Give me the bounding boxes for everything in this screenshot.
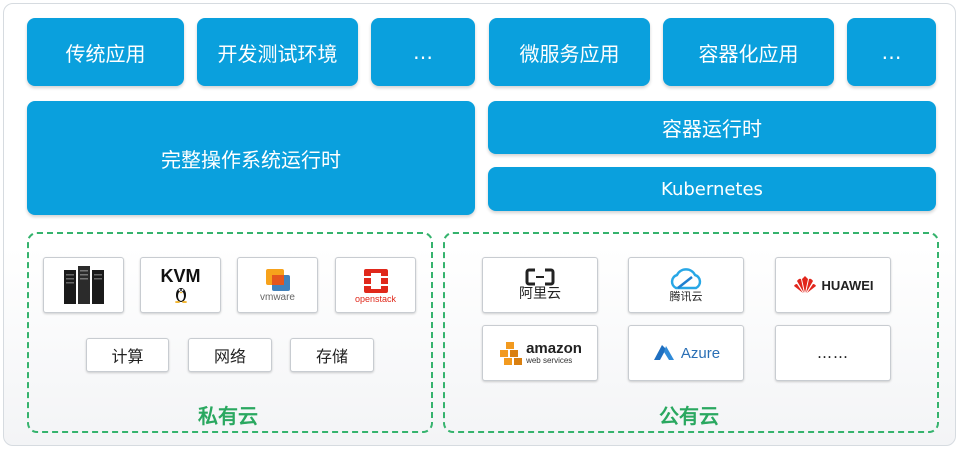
vmware-logo: vmware [259,292,295,303]
aliyun-logo: 阿里云 [519,286,561,302]
amazon-web-services-text: web services [526,356,573,365]
azure-logo-icon [653,345,674,360]
vmware-tile: vmware [237,257,318,313]
tencent-cloud-logo-icon [670,268,702,290]
amazon-cubes-icon [500,342,523,365]
public-cloud-container [443,232,939,433]
server-rack-icon [63,266,104,304]
network-label-box: 网络 [188,338,272,372]
microservice-app-box: 微服务应用 [489,18,650,86]
full-os-runtime-box: 完整操作系统运行时 [27,101,475,215]
ellipsis-box-right: … [847,18,936,86]
amazon-logo: amazon [526,340,582,357]
tencent-cloud-logo: 腾讯云 [669,290,703,303]
tencent-cloud-tile: 腾讯云 [628,257,744,313]
server-tile [43,257,124,313]
kvm-tile: KVM [140,257,221,313]
huawei-logo: HUAWEI [821,277,874,293]
traditional-app-box: 传统应用 [27,18,184,86]
openstack-logo-icon [363,268,388,293]
public-cloud-title: 公有云 [659,404,719,428]
containerized-app-box: 容器化应用 [663,18,834,86]
openstack-tile: openstack [335,257,416,313]
azure-tile: Azure [628,325,744,381]
azure-logo: Azure [680,344,721,362]
aliyun-tile: 阿里云 [482,257,598,313]
ellipsis-box-left: … [371,18,475,86]
private-cloud-title: 私有云 [198,404,258,428]
storage-label-box: 存储 [290,338,374,372]
vmware-logo-icon [265,269,290,291]
openstack-logo: openstack [354,293,397,304]
container-runtime-box: 容器运行时 [488,101,936,154]
tux-icon [174,288,187,303]
dev-test-env-box: 开发测试环境 [197,18,358,86]
kubernetes-box: Kubernetes [488,167,936,211]
private-cloud-container [27,232,433,433]
more-icon: …… [817,344,849,362]
compute-label-box: 计算 [86,338,169,372]
amazon-tile: amazon web services [482,325,598,381]
huawei-logo-icon [793,276,816,293]
more-providers-tile: …… [775,325,891,381]
kvm-logo: KVM [160,266,201,286]
aliyun-logo-icon [525,268,555,286]
huawei-tile: HUAWEI [775,257,891,313]
